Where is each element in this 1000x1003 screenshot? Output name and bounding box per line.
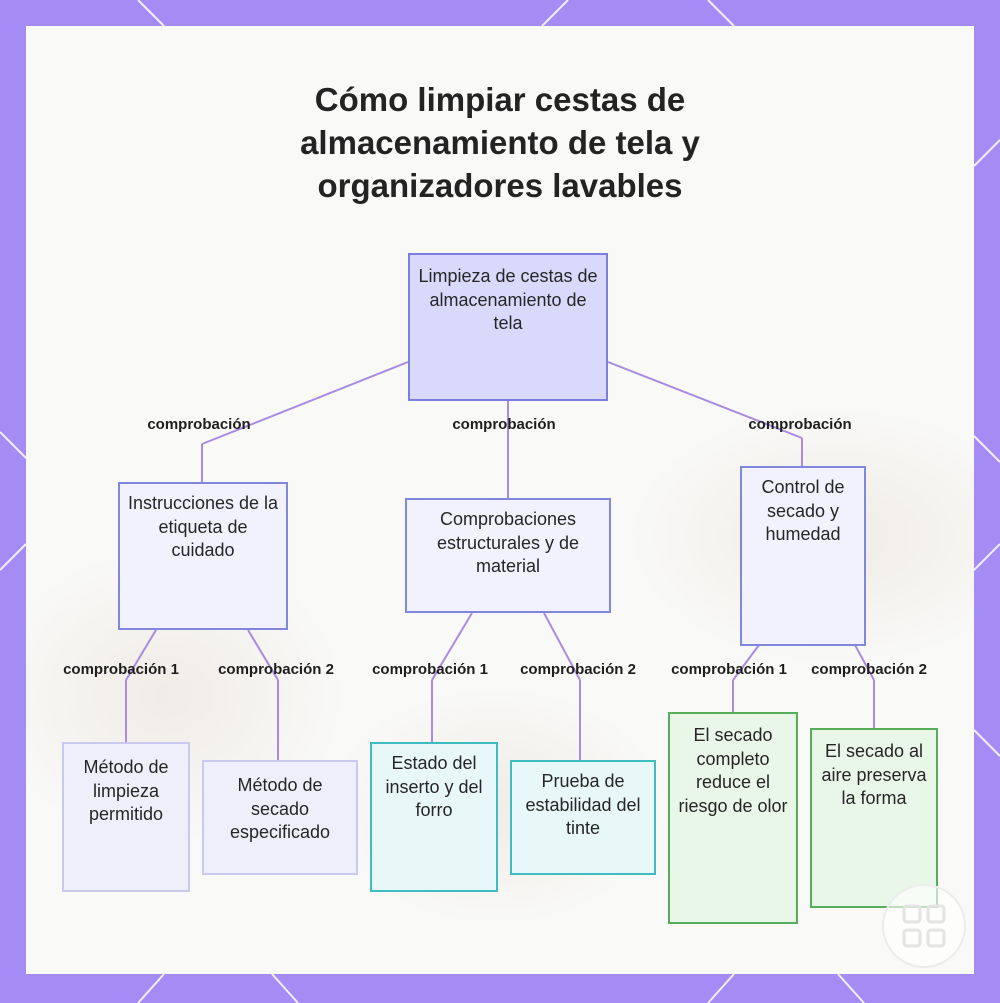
dye-test-node: Prueba de estabilidad del tinte xyxy=(510,760,656,875)
dye-test-node-label: Prueba de estabilidad del tinte xyxy=(518,770,648,841)
structural-node: Comprobaciones estructurales y de materi… xyxy=(405,498,611,613)
root-node-label: Limpieza de cestas de almacenamiento de … xyxy=(416,265,600,336)
edge-label-root-right: comprobación xyxy=(748,416,851,434)
cleaning-method-node-label: Método de limpieza permitido xyxy=(70,756,182,827)
grid-logo-icon xyxy=(882,884,966,968)
edge-label-dry-1: comprobación 1 xyxy=(671,661,787,679)
drying-node: Control de secado y humedad xyxy=(740,466,866,646)
care-label-node-label: Instrucciones de la etiqueta de cuidado xyxy=(126,492,280,563)
insert-state-node: Estado del inserto y del forro xyxy=(370,742,498,892)
insert-state-node-label: Estado del inserto y del forro xyxy=(378,752,490,823)
drying-method-node: Método de secado especificado xyxy=(202,760,358,875)
edge-label-root-left: comprobación xyxy=(147,416,250,434)
odor-node-label: El secado completo reduce el riesgo de o… xyxy=(676,724,790,818)
odor-node: El secado completo reduce el riesgo de o… xyxy=(668,712,798,924)
edge-label-root-center: comprobación xyxy=(452,416,555,434)
diagram-canvas: Cómo limpiar cestas de almacenamiento de… xyxy=(26,26,974,974)
drying-node-label: Control de secado y humedad xyxy=(748,476,858,547)
root-node: Limpieza de cestas de almacenamiento de … xyxy=(408,253,608,401)
air-dry-node-label: El secado al aire preserva la forma xyxy=(818,740,930,811)
edge-label-care-2: comprobación 2 xyxy=(218,661,334,679)
drying-method-node-label: Método de secado especificado xyxy=(210,774,350,845)
structural-node-label: Comprobaciones estructurales y de materi… xyxy=(413,508,603,579)
air-dry-node: El secado al aire preserva la forma xyxy=(810,728,938,908)
edge-label-struct-2: comprobación 2 xyxy=(520,661,636,679)
edge-label-dry-2: comprobación 2 xyxy=(811,661,927,679)
cleaning-method-node: Método de limpieza permitido xyxy=(62,742,190,892)
edge-label-struct-1: comprobación 1 xyxy=(372,661,488,679)
edge-label-care-1: comprobación 1 xyxy=(63,661,179,679)
grid-logo-icon-shape xyxy=(884,886,964,966)
care-label-node: Instrucciones de la etiqueta de cuidado xyxy=(118,482,288,630)
